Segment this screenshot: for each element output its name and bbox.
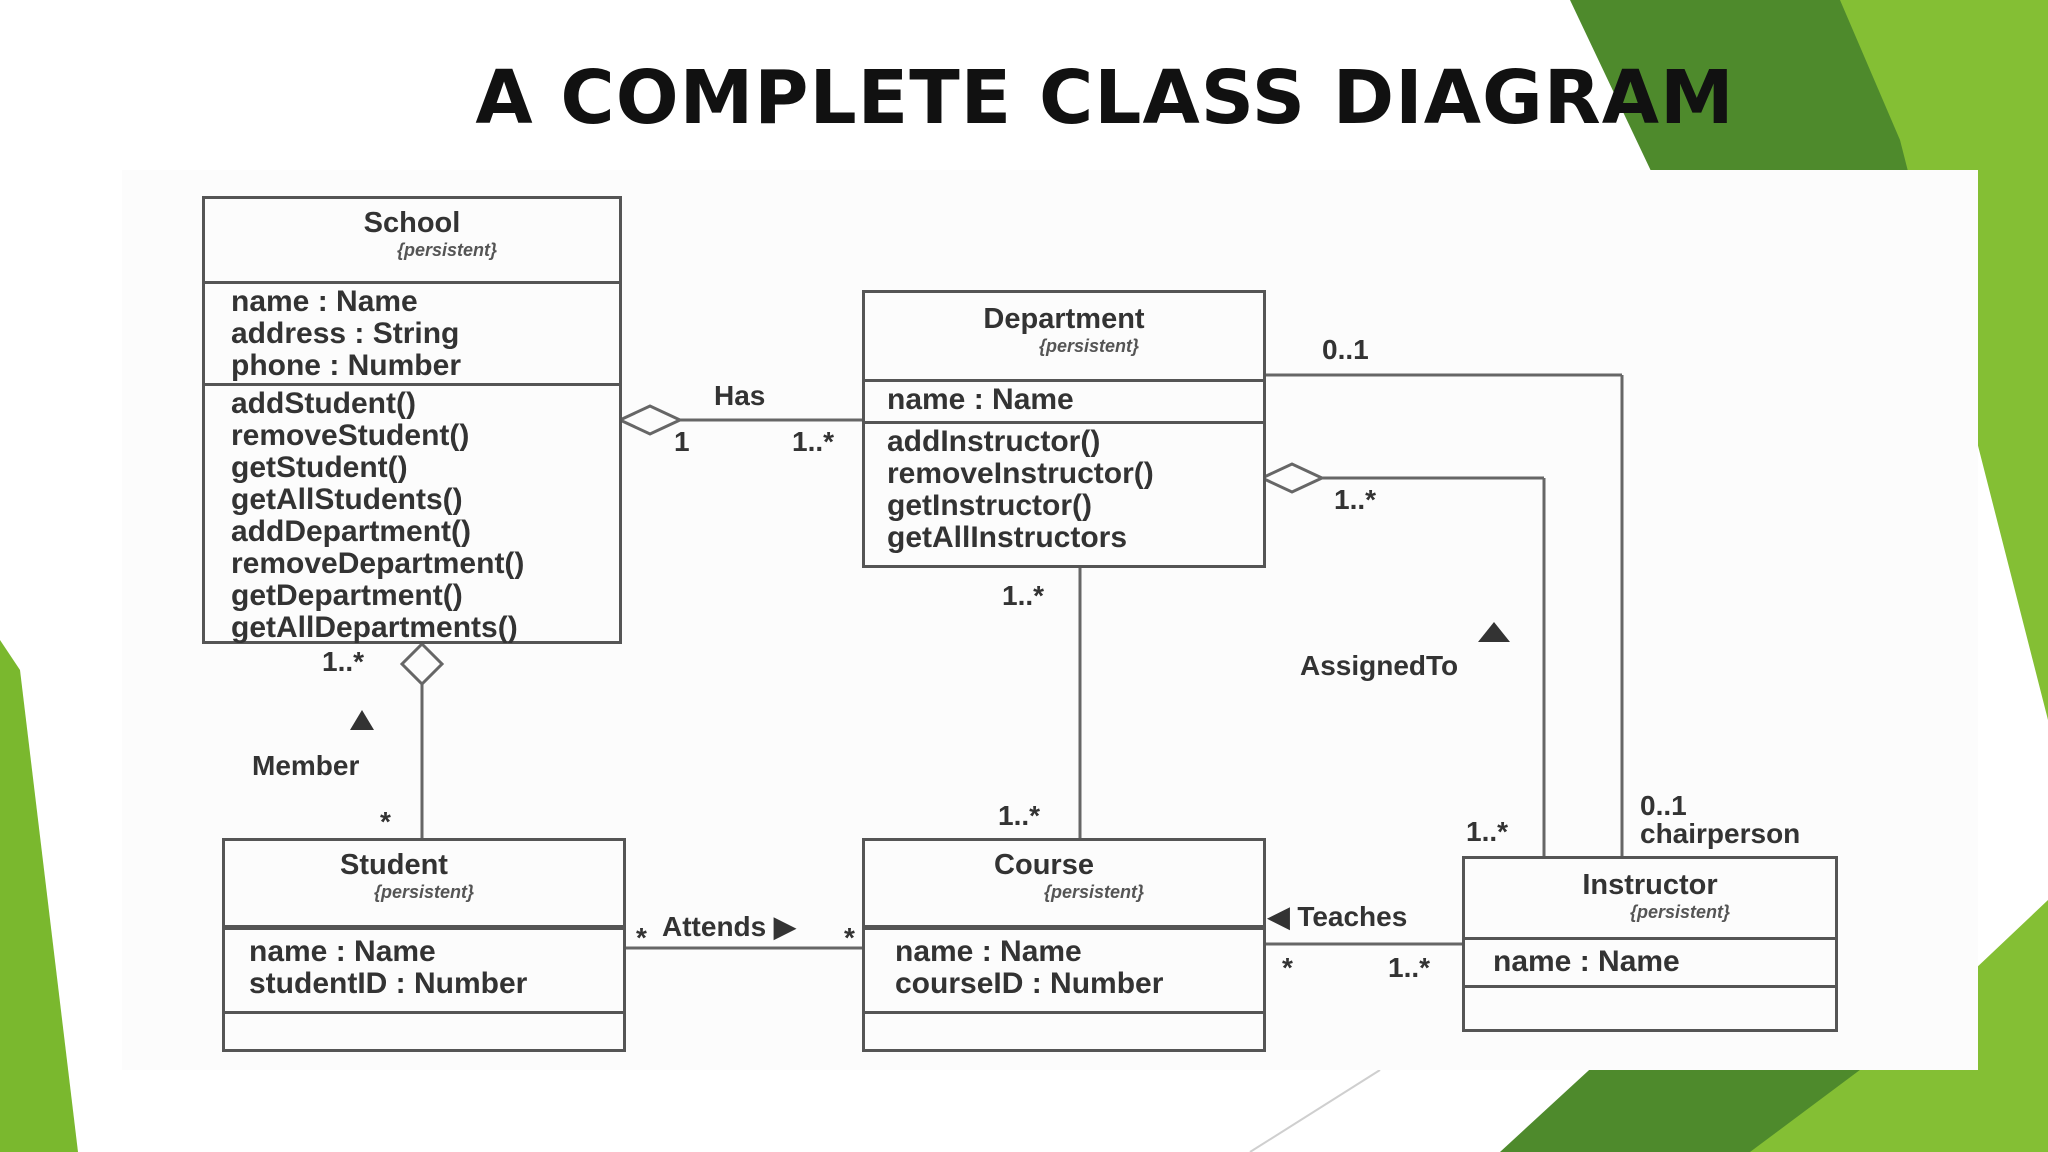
chairperson-department-multiplicity: 0..1 xyxy=(1322,334,1369,365)
attribute: name : Name xyxy=(895,935,1082,968)
class-stereotype: {persistent} xyxy=(1043,882,1145,902)
operations-compartment-empty xyxy=(865,1011,1263,1051)
attribute: name : Name xyxy=(231,285,418,318)
operation: getDepartment() xyxy=(231,579,463,612)
class-name: Student xyxy=(340,849,448,881)
assigned-to-instructor-multiplicity: 1..* xyxy=(1466,816,1509,847)
attribute: name : Name xyxy=(249,935,436,968)
operation: getAllStudents() xyxy=(231,483,463,516)
attribute: name : Name xyxy=(887,383,1074,416)
operation: addDepartment() xyxy=(231,515,472,548)
chairperson-instructor-multiplicity: 0..1 xyxy=(1640,790,1687,821)
operation: addStudent() xyxy=(231,387,416,420)
department-course-dept-multiplicity: 1..* xyxy=(1002,580,1045,611)
left-green-shape xyxy=(0,640,78,1152)
class-name: Course xyxy=(994,849,1094,881)
class-name: Instructor xyxy=(1582,869,1718,901)
class-stereotype: {persistent} xyxy=(396,240,498,260)
member-student-multiplicity: * xyxy=(380,806,391,837)
assigned-to-label: AssignedTo xyxy=(1300,650,1459,681)
assigned-to-direction-arrow: ▲ xyxy=(1478,614,1506,646)
operations-compartment-empty xyxy=(225,1011,623,1051)
teaches-instructor-multiplicity: 1..* xyxy=(1388,952,1431,983)
teaches-course-multiplicity: * xyxy=(1282,952,1293,983)
decorative-line xyxy=(1249,1069,1381,1152)
attribute: courseID : Number xyxy=(895,967,1164,1000)
operation: getStudent() xyxy=(231,451,408,484)
chairperson-role-label: chairperson xyxy=(1640,818,1801,849)
attribute: address : String xyxy=(231,317,460,350)
class-stereotype: {persistent} xyxy=(1038,336,1140,356)
class-stereotype: {persistent} xyxy=(373,882,475,902)
class-instructor: Instructor {persistent} name : Name xyxy=(1462,856,1838,1032)
attribute: name : Name xyxy=(1493,945,1680,978)
teaches-label: ◀ Teaches xyxy=(1268,901,1408,932)
assigned-to-aggregation-diamond xyxy=(1258,462,1326,494)
operation: getAllDepartments() xyxy=(231,611,518,644)
class-course: Course {persistent} name : Name courseID… xyxy=(862,838,1266,1052)
class-name: School xyxy=(363,207,461,239)
has-school-multiplicity: 1 xyxy=(674,426,690,457)
slide-title: A COMPLETE CLASS DIAGRAM xyxy=(475,55,1735,141)
assigned-to-department-multiplicity: 1..* xyxy=(1334,484,1377,515)
attends-course-multiplicity: * xyxy=(844,922,855,953)
class-name: Department xyxy=(983,303,1145,335)
has-aggregation-diamond xyxy=(616,404,684,436)
association-lines xyxy=(350,373,1624,950)
attribute: studentID : Number xyxy=(249,967,528,1000)
operations-compartment-empty xyxy=(1465,985,1835,1029)
class-department: Department {persistent} name : Name addI… xyxy=(862,290,1266,568)
class-stereotype: {persistent} xyxy=(1629,902,1731,922)
attribute: phone : Number xyxy=(231,349,461,382)
member-label: Member xyxy=(252,750,360,781)
has-label: Has xyxy=(714,380,766,411)
department-course-course-multiplicity: 1..* xyxy=(998,800,1041,831)
top-right-light-green-shape xyxy=(1840,0,2048,720)
bottom-right-light-green-shape xyxy=(1750,900,2048,1152)
member-direction-triangle xyxy=(350,710,374,730)
operation: getInstructor() xyxy=(887,489,1092,522)
attends-student-multiplicity: * xyxy=(636,922,647,953)
member-school-multiplicity: 1..* xyxy=(322,646,365,677)
diagram-panel: School {persistent} name : Name address … xyxy=(122,170,1978,1070)
operation: removeDepartment() xyxy=(231,547,525,580)
member-aggregation-diamond xyxy=(399,641,445,687)
operation: addInstructor() xyxy=(887,425,1101,458)
attends-label: Attends ▶ xyxy=(662,911,796,942)
class-student: Student {persistent} name : Name student… xyxy=(222,838,626,1052)
member-direction-arrow: ▲ xyxy=(350,700,378,732)
operation: getAllInstructors xyxy=(887,521,1128,554)
assigned-to-direction-triangle xyxy=(1478,622,1510,642)
class-school: School {persistent} name : Name address … xyxy=(202,196,622,644)
operation: removeStudent() xyxy=(231,419,470,452)
has-department-multiplicity: 1..* xyxy=(792,426,835,457)
operation: removeInstructor() xyxy=(887,457,1154,490)
